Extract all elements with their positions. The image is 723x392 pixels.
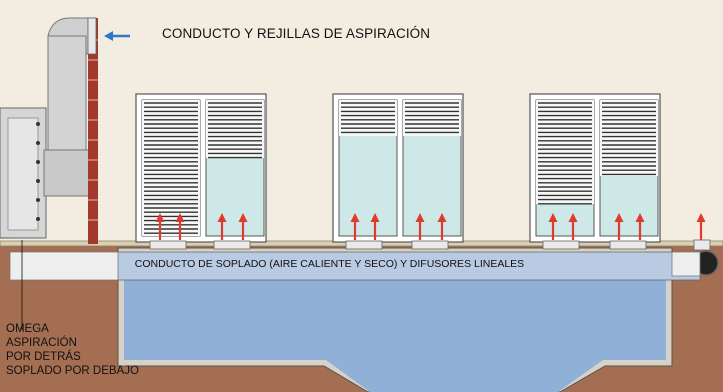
red-up-arrow-icon (350, 213, 360, 240)
red-up-arrow-icon (238, 213, 248, 240)
arrow-head (238, 213, 248, 222)
red-up-arrow-icon (175, 213, 185, 240)
linear-diffuser (542, 240, 580, 250)
window-blind (142, 100, 200, 236)
red-up-arrow-icon (155, 213, 165, 240)
arrow-head (175, 213, 185, 222)
red-up-arrow-icon (568, 213, 578, 240)
omega-behind-label: POR DETRÁS (6, 351, 81, 363)
left-under-duct (9, 251, 119, 281)
arrow-head (696, 213, 706, 222)
blue-arrow-icon (104, 31, 130, 41)
omega-label: OMEGA (6, 323, 49, 335)
ahu-bolts (36, 122, 40, 221)
right-diffuser (693, 239, 711, 251)
arrow-head (350, 213, 360, 222)
window-group (135, 93, 661, 243)
omega-suction-label: ASPIRACIÓN (6, 337, 77, 349)
window-blind (339, 100, 397, 136)
linear-diffuser (411, 240, 449, 250)
suction-filter-box (43, 149, 91, 197)
arrow-head (568, 213, 578, 222)
grille-over-wall (87, 17, 97, 55)
red-airflow-arrows (155, 213, 706, 240)
blow-duct-label-text: CONDUCTO DE SOPLADO (AIRE CALIENTE Y SEC… (134, 258, 525, 270)
linear-diffuser (345, 240, 383, 250)
title-label: CONDUCTO Y REJILLAS DE ASPIRACIÓN (162, 26, 431, 41)
suction-duct-vertical (47, 35, 87, 167)
linear-diffusers (149, 239, 711, 251)
window-blind (600, 100, 658, 176)
window-blind (403, 100, 461, 136)
red-up-arrow-icon (696, 213, 706, 240)
linear-diffuser (609, 240, 647, 250)
arrow-head (437, 213, 447, 222)
arrow-head (548, 213, 558, 222)
blow-duct-label: CONDUCTO DE SOPLADO (AIRE CALIENTE Y SEC… (0, 258, 723, 270)
red-up-arrow-icon (217, 213, 227, 240)
ahu-panel (7, 117, 39, 231)
red-up-arrow-icon (437, 213, 447, 240)
red-up-arrow-icon (415, 213, 425, 240)
pool-water (124, 252, 666, 392)
arrow-head (635, 213, 645, 222)
linear-diffuser (213, 240, 251, 250)
arrow-head (217, 213, 227, 222)
red-up-arrow-icon (370, 213, 380, 240)
linear-diffuser (149, 240, 187, 250)
arrow-head (155, 213, 165, 222)
arrow-head (415, 213, 425, 222)
red-up-arrow-icon (635, 213, 645, 240)
window-blind (206, 100, 264, 158)
red-up-arrow-icon (548, 213, 558, 240)
omega-below-label: SOPLADO POR DEBAJO (6, 365, 139, 377)
brick-wall (88, 18, 98, 244)
right-under-duct (671, 251, 701, 277)
arrow-head (614, 213, 624, 222)
red-up-arrow-icon (614, 213, 624, 240)
arrow-head (370, 213, 380, 222)
